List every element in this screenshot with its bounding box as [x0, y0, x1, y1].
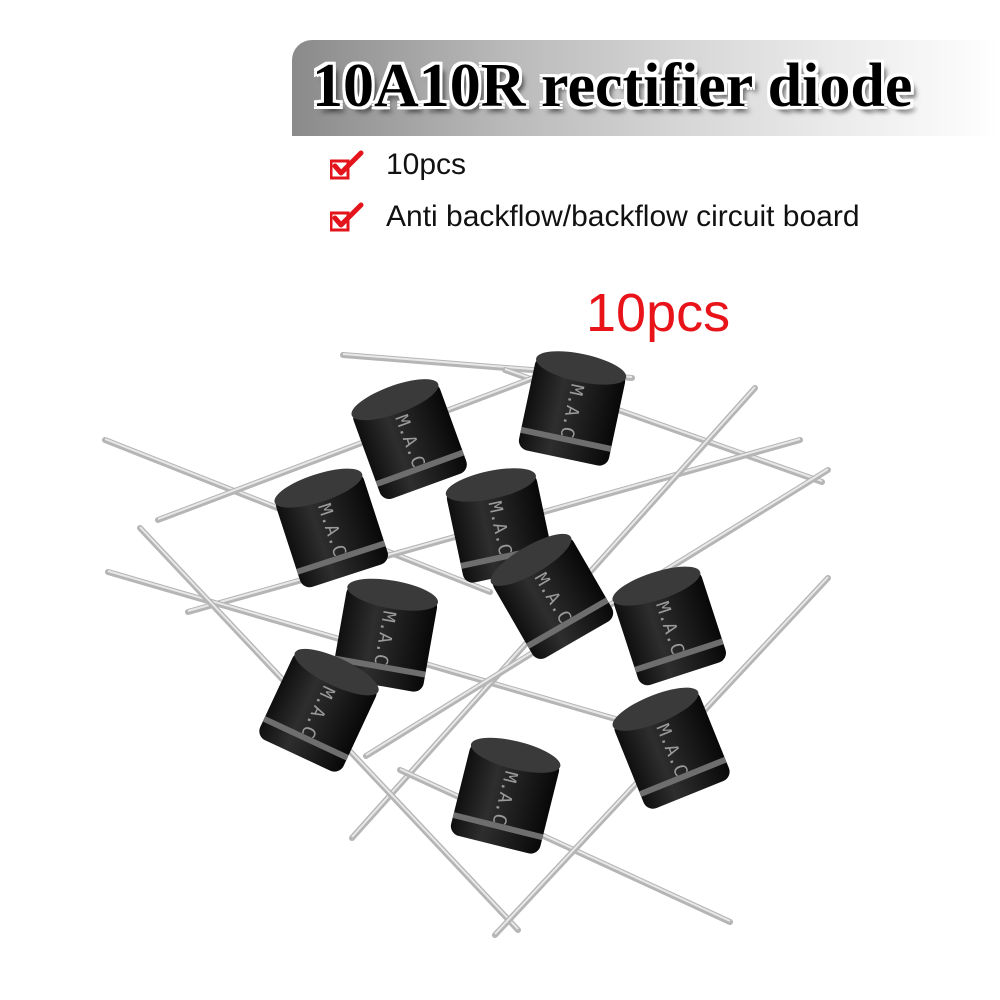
diode-lead-highlight [399, 768, 731, 922]
title-banner [292, 40, 1000, 136]
diode-body: M.A.C [332, 578, 439, 692]
diode-body: M.A.C [518, 351, 627, 466]
diode-lead-highlight [157, 366, 561, 520]
quantity-label: 10pcs [586, 283, 731, 343]
diode-body: M.A.C [351, 379, 467, 500]
red-checkmark-icon [330, 150, 364, 180]
feature-item-quantity: 10pcs [330, 148, 466, 182]
diode-body: M.A.C [612, 566, 726, 686]
feature-label: 10pcs [386, 148, 467, 181]
diode-body: M.A.C [612, 687, 730, 809]
diode-body: M.A.C [274, 468, 388, 588]
diode-body: M.A.C [259, 648, 379, 772]
product-title: 10A10R rectifier diode [312, 52, 913, 120]
feature-item-usage: Anti backflow/backflow circuit board [330, 200, 860, 234]
diode-body: M.A.C [490, 533, 614, 659]
red-checkmark-icon [330, 202, 364, 232]
diode-body: M.A.C [450, 737, 561, 854]
feature-label: Anti backflow/backflow circuit board [386, 200, 860, 233]
